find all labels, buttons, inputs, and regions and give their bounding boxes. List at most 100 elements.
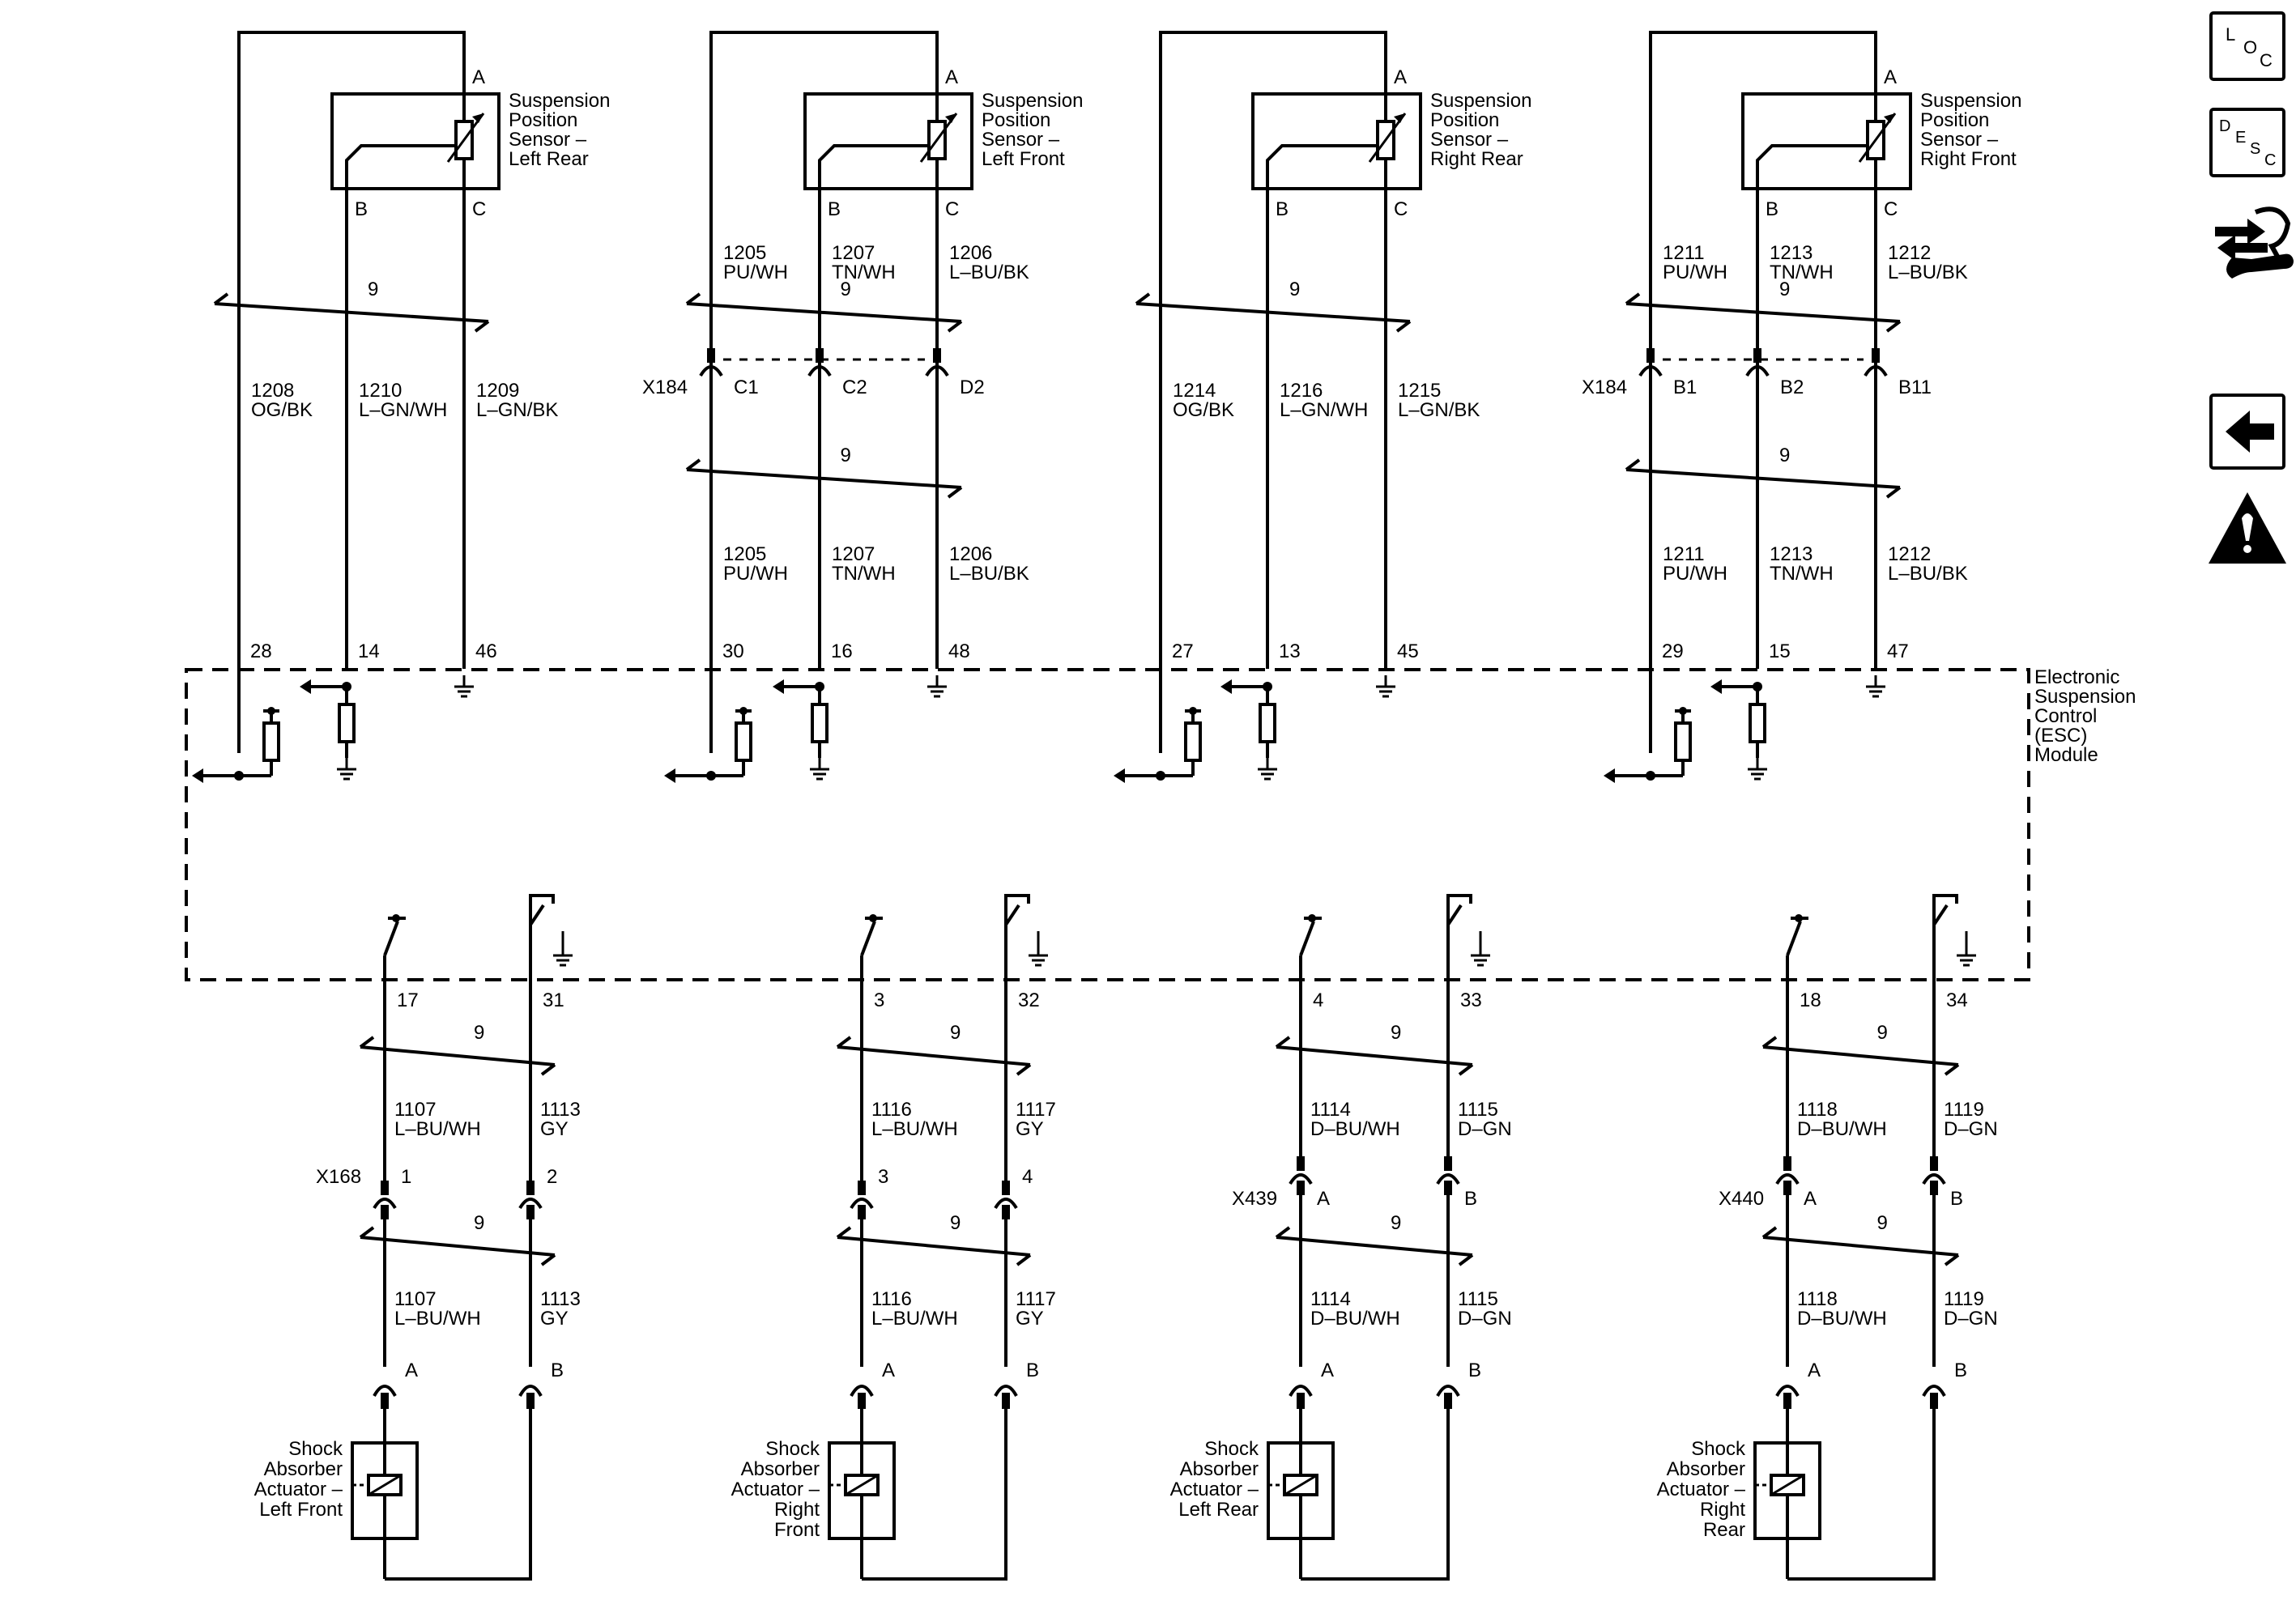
wire-color: OG/BK bbox=[1173, 399, 1234, 421]
bundle-slash-tick bbox=[836, 1226, 852, 1239]
module-ground bbox=[927, 675, 947, 698]
wire-color: L–GN/BK bbox=[476, 399, 558, 421]
bundle-label: 9 bbox=[1877, 1022, 1888, 1044]
actuator-name: Actuator – bbox=[254, 1479, 343, 1500]
module-pin: 28 bbox=[250, 640, 272, 662]
sensor-body bbox=[330, 92, 501, 190]
bundle-slash bbox=[360, 1236, 556, 1257]
connector-pin: D2 bbox=[960, 377, 985, 398]
pull-down-resistor bbox=[338, 703, 356, 743]
harness-bundle-marker: 9 bbox=[1761, 1212, 1960, 1266]
pin-label-c: C bbox=[472, 198, 486, 220]
loc-letter: L bbox=[2226, 24, 2235, 45]
sensor-body bbox=[803, 92, 973, 190]
bundle-slash bbox=[1276, 1236, 1473, 1257]
connector-terminal bbox=[850, 1181, 874, 1210]
harness-bundle-marker: 9 bbox=[359, 1212, 556, 1266]
wire-color: D–GN bbox=[1944, 1308, 1998, 1330]
female-cup bbox=[518, 1385, 543, 1398]
male-pin bbox=[858, 1393, 866, 1409]
female-cup bbox=[994, 1198, 1018, 1210]
connector-name: X440 bbox=[1719, 1188, 1764, 1210]
sensor-name: Suspension bbox=[1920, 90, 2021, 112]
diagnostic-arrows-wrench-icon[interactable] bbox=[2215, 206, 2294, 279]
connector-pin: 1 bbox=[401, 1166, 411, 1188]
harness-bundle-marker: 9 bbox=[1275, 1022, 1474, 1076]
sensor-name: Position bbox=[1430, 109, 1499, 131]
actuator-name: Left Rear bbox=[1178, 1499, 1259, 1521]
module-pin: 32 bbox=[1018, 989, 1040, 1011]
wire-color: TN/WH bbox=[832, 563, 896, 585]
low-side-switch bbox=[1446, 904, 1463, 926]
module-pin: 31 bbox=[543, 989, 564, 1011]
wire-circuit-number: 1211 bbox=[1663, 543, 1705, 565]
potentiometer-arrowhead bbox=[1884, 113, 1895, 123]
male-pin bbox=[381, 1181, 389, 1195]
connector-terminal bbox=[518, 1181, 543, 1210]
pin-label-c: C bbox=[1884, 198, 1898, 220]
wire-color: L–BU/BK bbox=[1888, 563, 1968, 585]
female-cup bbox=[1289, 1173, 1313, 1185]
pull-down-resistor bbox=[811, 703, 829, 743]
actuator-pin: B bbox=[1468, 1360, 1481, 1381]
wire-circuit-number: 1209 bbox=[476, 380, 519, 402]
potentiometer-arrowhead bbox=[945, 113, 956, 123]
supply-wire bbox=[237, 31, 466, 753]
wire-color: D–GN bbox=[1458, 1118, 1512, 1140]
esc-module-label: Control bbox=[2034, 705, 2097, 727]
reference-resistor bbox=[1184, 721, 1202, 762]
wire-color: D–BU/WH bbox=[1797, 1118, 1887, 1140]
location-button[interactable]: LOC bbox=[2209, 11, 2285, 81]
wire-color: TN/WH bbox=[832, 262, 896, 283]
actuator-name: Left Front bbox=[259, 1499, 343, 1521]
module-ground bbox=[337, 758, 356, 781]
bundle-slash bbox=[214, 302, 489, 323]
sensor-body bbox=[1251, 92, 1422, 190]
loc-letter: C bbox=[2260, 50, 2273, 70]
hand-outline bbox=[2254, 206, 2291, 270]
warning-button[interactable] bbox=[2209, 492, 2286, 564]
pull-down-resistor bbox=[1259, 703, 1276, 743]
low-side-switch bbox=[1004, 904, 1020, 926]
bundle-slash-tick bbox=[1395, 320, 1412, 333]
bundle-slash-tick bbox=[359, 1226, 375, 1239]
connector-terminal bbox=[1922, 1156, 1946, 1185]
wire-color: GY bbox=[1016, 1118, 1044, 1140]
bundle-slash-tick bbox=[540, 1063, 556, 1076]
module-pin: 16 bbox=[831, 640, 853, 662]
bundle-slash bbox=[1276, 1045, 1473, 1066]
female-cup bbox=[925, 365, 949, 377]
harness-bundle-marker: 9 bbox=[836, 1212, 1032, 1266]
male-pin bbox=[526, 1181, 535, 1195]
pin-label-a: A bbox=[1884, 66, 1897, 88]
connector-name: X439 bbox=[1232, 1188, 1277, 1210]
module-pin: 18 bbox=[1800, 989, 1821, 1011]
actuator-name: Actuator – bbox=[1657, 1479, 1746, 1500]
pin-label-a: A bbox=[945, 66, 958, 88]
bundle-slash-tick bbox=[1458, 1253, 1474, 1266]
module-ground bbox=[1376, 675, 1395, 698]
wire-circuit-number: 1119 bbox=[1944, 1099, 1984, 1121]
wire-circuit-number: 1213 bbox=[1770, 242, 1813, 264]
wire-color: L–BU/WH bbox=[394, 1118, 481, 1140]
connector-pin: 2 bbox=[547, 1166, 557, 1188]
wire-color: PU/WH bbox=[723, 262, 788, 283]
wire-circuit-number: 1117 bbox=[1016, 1099, 1056, 1121]
module-pin: 48 bbox=[948, 640, 970, 662]
wiper-wire bbox=[1266, 144, 1378, 189]
male-pin bbox=[1002, 1205, 1010, 1219]
wire-circuit-number: 1115 bbox=[1458, 1099, 1498, 1121]
wire-circuit-number: 1107 bbox=[394, 1099, 437, 1121]
back-button[interactable] bbox=[2209, 394, 2285, 470]
female-cup bbox=[1745, 365, 1770, 377]
module-pin: 34 bbox=[1946, 989, 1968, 1011]
actuator-name: Shock bbox=[288, 1438, 343, 1460]
male-pin bbox=[933, 348, 941, 363]
wire-color: D–BU/WH bbox=[1797, 1308, 1887, 1330]
